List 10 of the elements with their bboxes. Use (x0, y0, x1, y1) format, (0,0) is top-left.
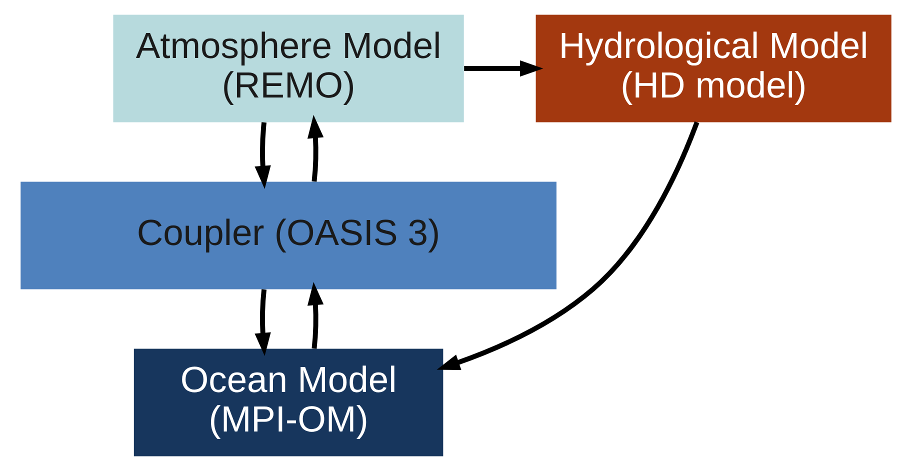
node-box: Coupler (OASIS 3) (20, 182, 556, 290)
arrow (254, 289, 270, 356)
arrow (306, 282, 324, 349)
arrow (306, 114, 324, 182)
node-box: Ocean Model (MPI-OM) (133, 348, 443, 456)
arrow (254, 122, 270, 189)
node-box: Atmosphere Model (REMO) (112, 14, 464, 122)
arrow (436, 121, 699, 370)
arrow (464, 60, 543, 77)
node-box: Hydrological Model (HD model) (535, 14, 891, 122)
